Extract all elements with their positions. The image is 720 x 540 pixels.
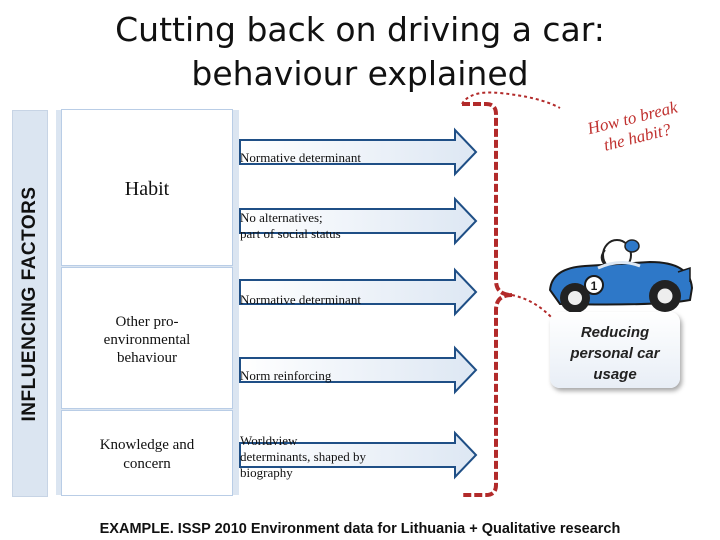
determinant-5-line-1: Worldview <box>240 433 298 448</box>
source-footer: EXAMPLE. ISSP 2010 Environment data for … <box>99 521 621 537</box>
influencing-factors-label: INFLUENCING FACTORS <box>12 110 48 497</box>
race-car-illustration: 1 <box>548 239 694 313</box>
factor-knowledge: Knowledge and concern <box>62 411 232 495</box>
arrow-1 <box>239 127 478 177</box>
title-line-2: behaviour explained <box>191 54 529 93</box>
factor-other-line-2: environmental <box>103 332 191 348</box>
factor-other-line-3: behaviour <box>117 350 177 366</box>
factor-other-behaviour: Other pro- environmental behaviour <box>62 268 232 408</box>
page-title: Cutting back on driving a car: behaviour… <box>0 8 720 96</box>
determinant-4: Norm reinforcing <box>240 368 332 383</box>
factor-knowledge-line-1: Knowledge and <box>99 437 195 453</box>
outcome-line-2: personal car <box>570 345 660 362</box>
arrow-5 <box>239 430 478 480</box>
determinant-5-line-3: biography <box>240 465 293 480</box>
determinant-1: Normative determinant <box>240 150 361 165</box>
outcome-label: Reducing personal car usage <box>550 322 680 385</box>
determinant-2: No alternatives; part of social status <box>240 210 341 242</box>
determinant-5-line-2: determinants, shaped by <box>240 449 366 464</box>
bracket-to-outcome-curve <box>511 294 553 319</box>
determinant-5: Worldview determinants, shaped by biogra… <box>240 433 366 481</box>
outcome-line-3: usage <box>593 366 637 383</box>
determinant-3: Normative determinant <box>240 292 361 307</box>
arrow-3 <box>239 267 478 317</box>
factor-other-behaviour-label: Other pro- environmental behaviour <box>62 313 232 367</box>
svg-text:1: 1 <box>591 279 598 293</box>
factor-habit: Habit <box>62 110 232 265</box>
factor-knowledge-label: Knowledge and concern <box>62 436 232 474</box>
arrow-2 <box>239 196 478 246</box>
arrow-4 <box>239 345 478 395</box>
title-line-1: Cutting back on driving a car: <box>115 10 605 49</box>
outcome-line-1: Reducing <box>580 324 650 341</box>
outcome-box: Reducing personal car usage <box>550 312 680 388</box>
factor-habit-label: Habit <box>124 178 170 200</box>
factor-knowledge-line-2: concern <box>123 456 171 472</box>
factor-other-line-1: Other pro- <box>115 314 179 330</box>
determinant-2-line-2: part of social status <box>240 226 341 241</box>
determinant-2-line-1: No alternatives; <box>240 210 323 225</box>
